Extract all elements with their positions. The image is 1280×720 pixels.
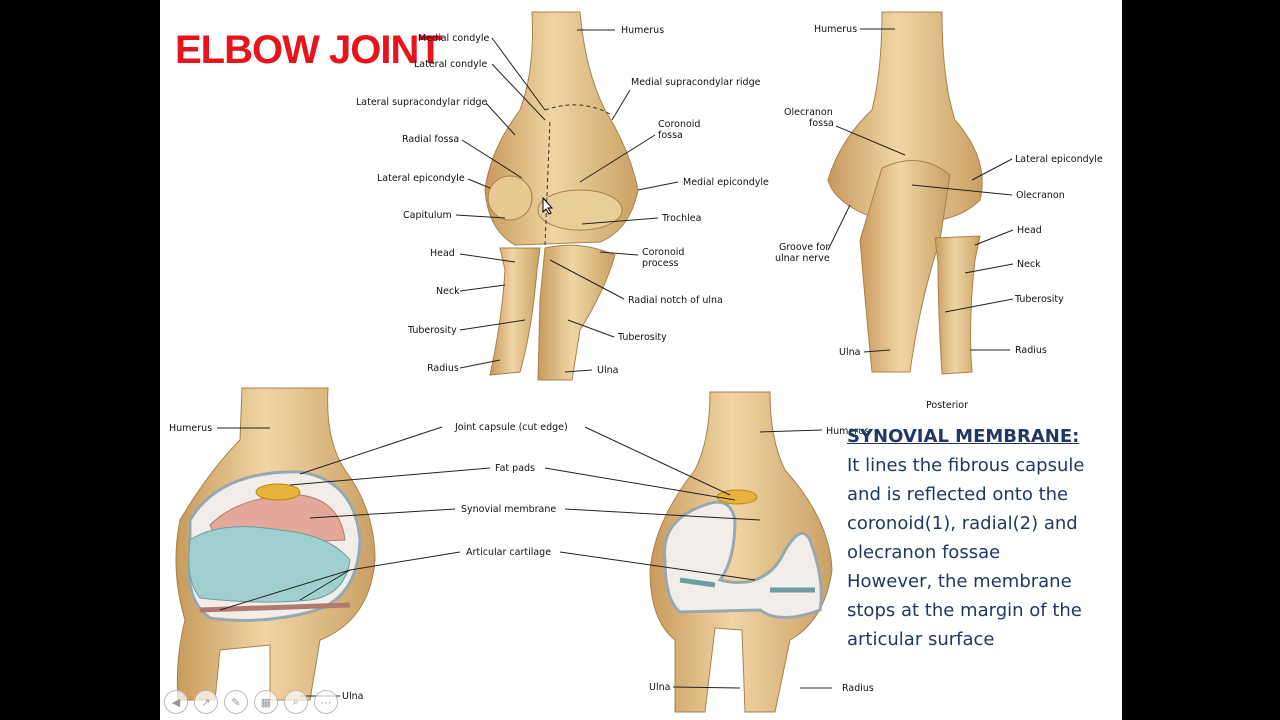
label-coronoid-fossa-1: Coronoid bbox=[658, 119, 701, 130]
section-left bbox=[175, 387, 376, 701]
label-radial-fossa: Radial fossa bbox=[402, 134, 460, 145]
label-humerus-anterior: Humerus bbox=[621, 25, 665, 36]
slides-icon[interactable]: ▦ bbox=[254, 690, 278, 714]
label-neck: Neck bbox=[436, 286, 460, 297]
textbox-line: olecranon fossae bbox=[847, 542, 1001, 563]
zoom-icon[interactable]: ⌕ bbox=[284, 690, 308, 714]
label-ulna-section-left: Ulna bbox=[342, 691, 364, 702]
label-trochlea: Trochlea bbox=[662, 213, 702, 224]
label-capitulum: Capitulum bbox=[403, 210, 452, 221]
slide: ELBOW JOINT Medial condyle Lateral condy… bbox=[160, 0, 1122, 720]
label-lateral-condyle: Lateral condyle bbox=[414, 59, 488, 70]
textbox-line: It lines the fibrous capsule bbox=[847, 455, 1085, 476]
section-right bbox=[649, 391, 833, 713]
label-coronoid-process-2: process bbox=[642, 258, 679, 269]
label-tuberosity-ulna: Tuberosity bbox=[618, 332, 667, 343]
label-radius-section-right: Radius bbox=[842, 683, 874, 694]
more-icon[interactable]: ⋯ bbox=[314, 690, 338, 714]
label-coronoid-process-1: Coronoid bbox=[642, 247, 685, 258]
label-olecranon: Olecranon bbox=[1016, 190, 1065, 201]
prev-icon[interactable]: ◀ bbox=[164, 690, 188, 714]
pointer-icon[interactable]: ↗ bbox=[194, 690, 218, 714]
posterior-view bbox=[827, 11, 983, 375]
label-head-posterior: Head bbox=[1017, 225, 1042, 236]
label-radius: Radius bbox=[427, 363, 459, 374]
label-radius-posterior: Radius bbox=[1015, 345, 1047, 356]
label-radial-notch: Radial notch of ulna bbox=[628, 295, 723, 306]
label-olecranon-fossa-2: fossa bbox=[809, 118, 834, 129]
label-tuberosity-radius: Tuberosity bbox=[408, 325, 457, 336]
label-neck-posterior: Neck bbox=[1017, 259, 1041, 270]
label-lateral-epicondyle-posterior: Lateral epicondyle bbox=[1015, 154, 1103, 165]
pen-icon[interactable]: ✎ bbox=[224, 690, 248, 714]
slide-title: ELBOW JOINT bbox=[175, 28, 443, 72]
label-humerus-posterior: Humerus bbox=[814, 24, 858, 35]
synovial-membrane-textbox: SYNOVIAL MEMBRANE: It lines the fibrous … bbox=[847, 426, 1117, 654]
label-coronoid-fossa-2: fossa bbox=[658, 130, 683, 141]
label-groove-2: ulnar nerve bbox=[775, 253, 830, 264]
textbox-heading: SYNOVIAL MEMBRANE: bbox=[847, 426, 1080, 447]
label-groove-1: Groove for bbox=[779, 242, 830, 253]
label-ulna-posterior: Ulna bbox=[839, 347, 861, 358]
label-ulna-anterior: Ulna bbox=[597, 365, 619, 376]
label-head: Head bbox=[430, 248, 455, 259]
label-ulna-section-right: Ulna bbox=[649, 682, 671, 693]
textbox-line: coronoid(1), radial(2) and bbox=[847, 513, 1078, 534]
label-joint-capsule: Joint capsule (cut edge) bbox=[455, 422, 568, 433]
label-articular-cartilage: Articular cartilage bbox=[466, 547, 552, 558]
label-lateral-epicondyle: Lateral epicondyle bbox=[377, 173, 465, 184]
anatomy-illustration bbox=[175, 11, 1014, 713]
label-posterior-caption: Posterior bbox=[926, 400, 968, 411]
textbox-line: articular surface bbox=[847, 629, 995, 650]
label-humerus-section-right: Humerus bbox=[826, 426, 870, 437]
label-olecranon-fossa-1: Olecranon bbox=[784, 107, 833, 118]
presentation-toolbar: ◀ ↗ ✎ ▦ ⌕ ⋯ bbox=[164, 690, 338, 716]
label-tuberosity-posterior: Tuberosity bbox=[1015, 294, 1064, 305]
leader-lines bbox=[217, 28, 1014, 697]
label-lateral-supracondylar-ridge: Lateral supracondylar ridge bbox=[356, 97, 488, 108]
label-synovial-membrane: Synovial membrane bbox=[461, 504, 557, 515]
label-fat-pads: Fat pads bbox=[495, 463, 535, 474]
mouse-cursor-icon bbox=[542, 197, 554, 215]
label-medial-condyle: Medial condyle bbox=[418, 33, 490, 44]
textbox-line: stops at the margin of the bbox=[847, 600, 1082, 621]
anterior-view bbox=[484, 11, 639, 381]
label-medial-supracondylar-ridge: Medial supracondylar ridge bbox=[631, 77, 761, 88]
textbox-line: However, the membrane bbox=[847, 571, 1072, 592]
textbox-line: and is reflected onto the bbox=[847, 484, 1069, 505]
label-humerus-section-left: Humerus bbox=[169, 423, 213, 434]
label-medial-epicondyle: Medial epicondyle bbox=[683, 177, 769, 188]
